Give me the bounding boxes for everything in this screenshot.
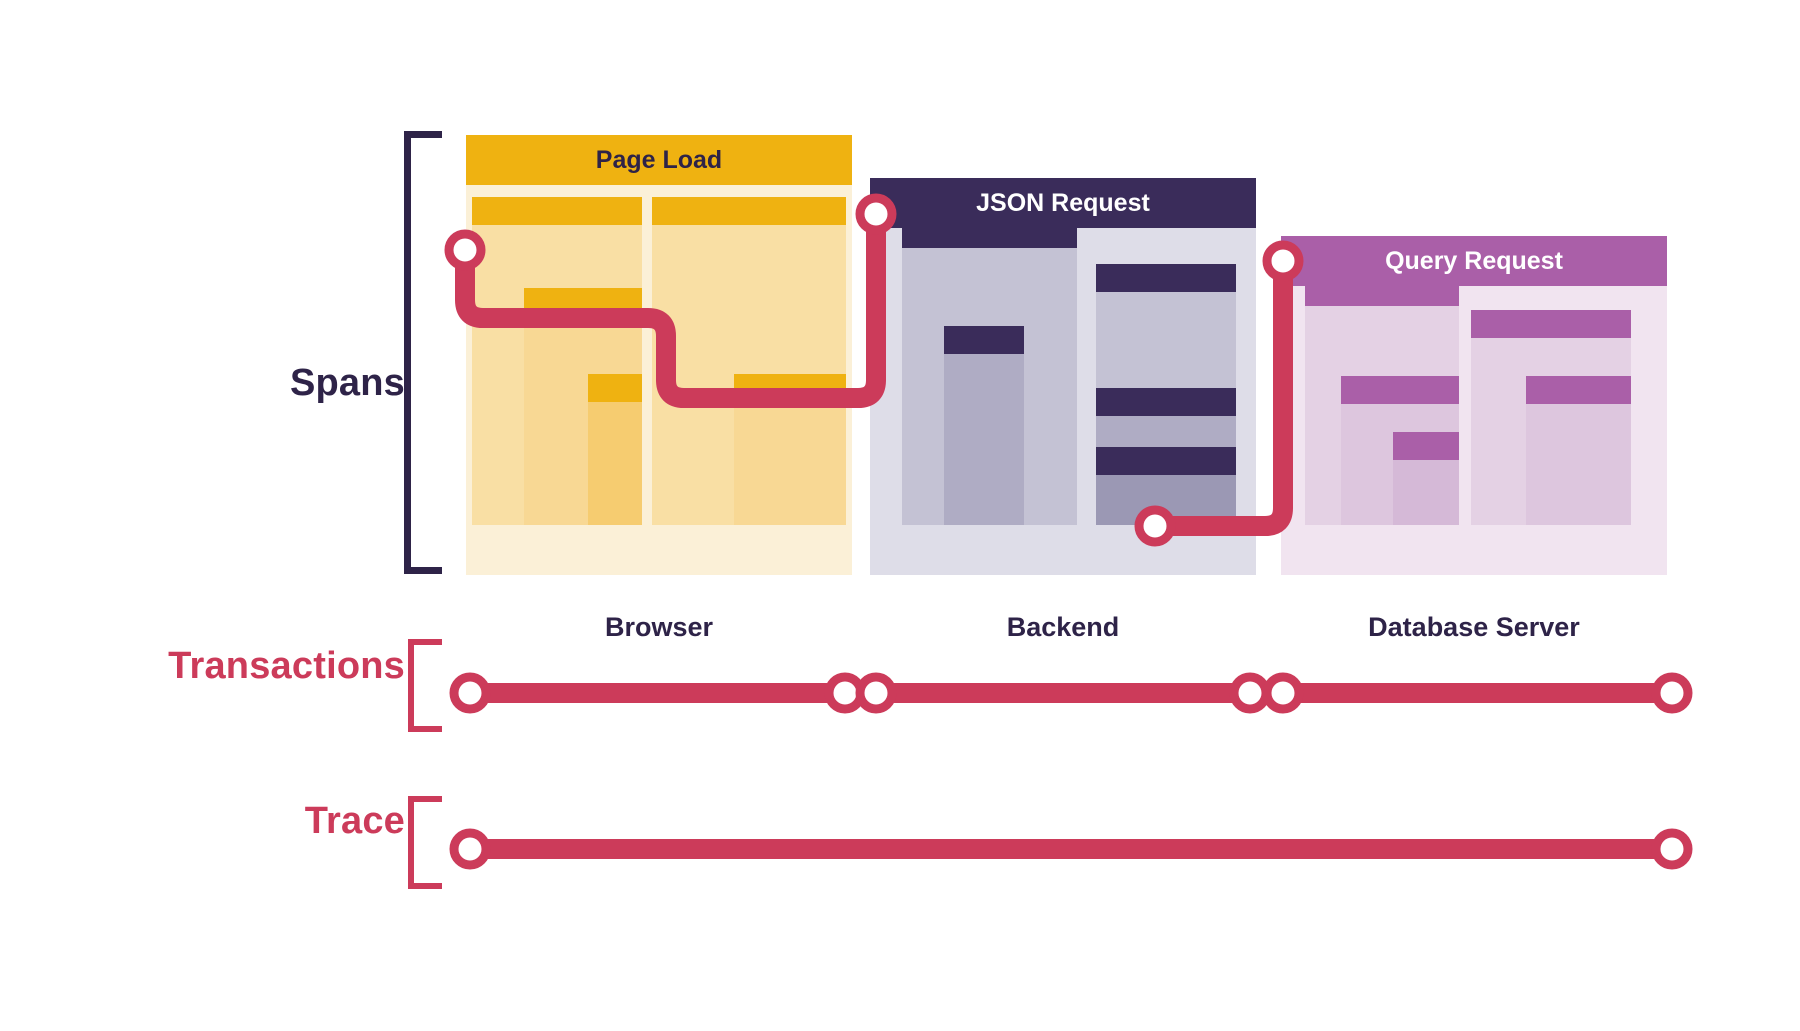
bracket-spans	[404, 131, 442, 574]
browser-span-4-cap	[652, 197, 846, 225]
transaction-segment-browser-node-end[interactable]	[824, 672, 866, 714]
span-group-backend-header: JSON Request	[870, 178, 1256, 228]
db-span-5-cap	[1526, 376, 1631, 404]
backend-span-5-cap	[1096, 447, 1236, 475]
backend-span-5[interactable]	[1096, 447, 1236, 525]
span-group-browser: Page Load	[466, 135, 852, 575]
browser-span-3-cap	[588, 374, 642, 402]
span-group-database-header: Query Request	[1281, 236, 1667, 286]
browser-span-2-cap	[524, 288, 642, 316]
span-group-database: Query Request	[1281, 236, 1667, 575]
browser-span-3[interactable]	[588, 374, 642, 525]
transaction-segment-backend-node-start[interactable]	[855, 672, 897, 714]
service-label-database-server: Database Server	[1368, 612, 1580, 642]
browser-span-5[interactable]	[734, 374, 846, 525]
transaction-segment-backend-node-end[interactable]	[1229, 672, 1271, 714]
browser-span-1-cap	[472, 197, 642, 225]
db-span-5[interactable]	[1526, 376, 1631, 525]
span-group-backend-body	[870, 220, 1256, 575]
transaction-segment-browser-node-start[interactable]	[449, 672, 491, 714]
trace-node-end[interactable]	[1651, 828, 1693, 870]
db-span-3-cap	[1393, 432, 1459, 460]
span-group-browser-header: Page Load	[466, 135, 852, 185]
transaction-segment-database-node-start[interactable]	[1262, 672, 1304, 714]
db-span-3[interactable]	[1393, 432, 1459, 525]
service-label-browser: Browser	[604, 612, 714, 642]
backend-span-3-cap	[1096, 264, 1236, 292]
row-label-spans: Spans	[289, 362, 405, 404]
bracket-transactions	[408, 639, 442, 732]
span-group-backend: JSON Request	[870, 178, 1256, 575]
backend-span-2[interactable]	[944, 326, 1024, 525]
transaction-segment-database-node-end[interactable]	[1651, 672, 1693, 714]
backend-span-2-cap	[944, 326, 1024, 354]
trace-node-start[interactable]	[449, 828, 491, 870]
row-label-trace: Trace	[304, 800, 405, 842]
bracket-trace	[408, 796, 442, 889]
service-label-backend: Backend	[1006, 612, 1120, 642]
span-group-browser-body	[466, 185, 852, 575]
browser-span-5-cap	[734, 374, 846, 402]
backend-span-4-cap	[1096, 388, 1236, 416]
db-span-2-cap	[1341, 376, 1459, 404]
timeline-group	[449, 672, 1693, 870]
db-span-4-cap	[1471, 310, 1631, 338]
row-label-transactions: Transactions	[168, 645, 405, 687]
span-group-database-body	[1281, 278, 1667, 575]
